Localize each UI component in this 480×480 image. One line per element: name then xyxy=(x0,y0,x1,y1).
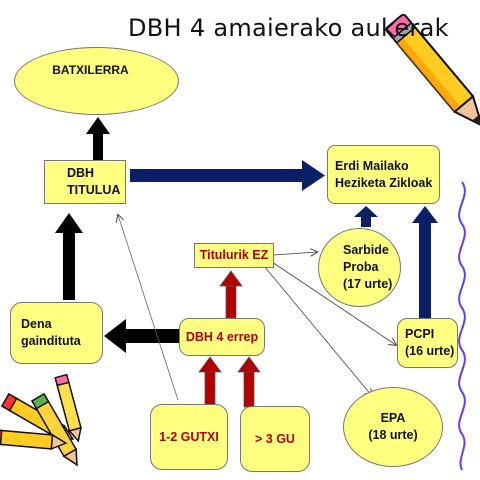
node-dena-gaindituta-label: Dena gaindituta xyxy=(21,317,81,348)
arrow-titulua-to-erdi-mailako xyxy=(130,160,325,191)
diagram-title: DBH 4 amaierako aukerak xyxy=(128,14,449,42)
arrow-pcpi-to-erdi-mailako xyxy=(412,206,438,318)
arrow-sarbide-to-erdi-mailako xyxy=(354,206,378,227)
node-sarbide-proba: Sarbide Proba (17 urte) xyxy=(318,228,401,307)
thin-arrow-titulurik-to-epa xyxy=(263,265,372,396)
node-titulurik-ez: Titulurik EZ xyxy=(194,243,274,268)
node-sarbide-proba-label: Sarbide Proba (17 urte) xyxy=(343,243,393,291)
node-pcpi: PCPI (16 urte) xyxy=(397,318,458,368)
thin-arrow-errep-to-titulua xyxy=(118,215,179,401)
arrow-errep-to-dena xyxy=(104,319,179,353)
node-batxilerra: BATXILERRA xyxy=(14,47,179,115)
node-dbh4-errep: DBH 4 errep xyxy=(179,318,265,356)
thin-arrow-titulurik-to-pcpi xyxy=(271,261,396,345)
arrow-gu3-to-errep xyxy=(237,356,261,408)
pencils-bundle-icon xyxy=(0,373,82,467)
node-pcpi-label: PCPI (16 urte) xyxy=(405,327,455,358)
arrow-titulua-to-batxilerra xyxy=(86,117,110,161)
arrow-dena-to-titulua xyxy=(55,213,83,300)
arrow-gutxi-to-errep xyxy=(198,356,222,406)
node-titulurik-ez-label: Titulurik EZ xyxy=(199,248,269,263)
node-epa-label: EPA (18 urte) xyxy=(368,411,418,442)
thin-arrow-titulurik-to-sarbide xyxy=(273,252,317,255)
node-3-gu: > 3 GU xyxy=(240,406,310,472)
node-batxilerra-label: BATXILERRA xyxy=(52,62,129,77)
node-erdi-mailako: Erdi Mailako Heziketa Zikloak xyxy=(327,145,440,204)
node-dbh4-errep-label: DBH 4 errep xyxy=(185,329,259,344)
pencil-icon-large xyxy=(385,13,480,128)
node-dena-gaindituta: Dena gaindituta xyxy=(10,302,103,364)
node-dbh-titulua-label: DBH TITULUA xyxy=(67,166,121,197)
wavy-decor-line xyxy=(458,181,466,471)
node-erdi-mailako-label: Erdi Mailako Heziketa Zikloak xyxy=(335,158,433,190)
node-epa: EPA (18 urte) xyxy=(343,387,443,467)
node-3-gu-label: > 3 GU xyxy=(255,431,295,446)
node-dbh-titulua: DBH TITULUA xyxy=(44,160,126,204)
arrow-errep-to-titulurik-ez xyxy=(219,270,243,319)
node-1-2-gutxi-label: 1-2 GUTXI xyxy=(159,429,219,444)
node-1-2-gutxi: 1-2 GUTXI xyxy=(150,404,228,470)
